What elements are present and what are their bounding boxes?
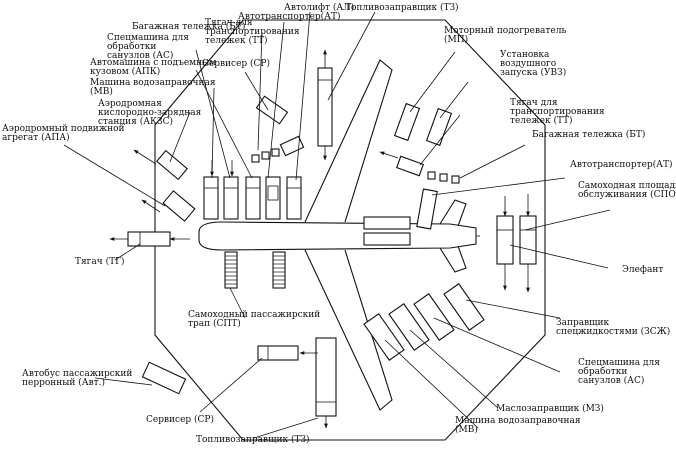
label-line: Машина водозаправочная [455, 416, 581, 426]
label-line: Автотранспортер(АТ) [570, 159, 673, 170]
label-line: Спецмашина для [578, 358, 660, 368]
label-line: Тягач (ТГ) [75, 256, 125, 267]
passenger-stairs [224, 251, 286, 289]
label-l18: Элефант [622, 265, 663, 275]
label-l08: Сервисер (СР) [202, 58, 270, 69]
label-l02: Автолифт (АЛ) [284, 2, 354, 13]
service-zone-octagon [154, 19, 546, 441]
leader-lines [63, 11, 611, 439]
label-line: Топливозаправщик (ТЗ) [196, 434, 310, 445]
label-line: Аэродромная [98, 99, 162, 109]
labels: Топливозаправщик (ТЗ)Автолифт (АЛ)Автотр… [2, 2, 676, 445]
label-l23: Маслозаправщик (МЗ) [496, 403, 604, 414]
label-line: Топливозаправщик (ТЗ) [345, 2, 459, 13]
label-line: станция (АКЗС) [98, 116, 173, 127]
label-line: обслуживания (СПО) [578, 189, 676, 200]
label-line: Тягач для [205, 18, 253, 28]
label-l27: Топливозаправщик (ТЗ) [196, 434, 310, 445]
label-line: Багажная тележка (БТ) [532, 129, 645, 140]
label-line: Автолифт (АЛ) [284, 2, 354, 13]
label-l26: Сервисер (СР) [146, 414, 214, 425]
aircraft [198, 59, 480, 411]
label-line: кузовом (АПК) [90, 66, 160, 77]
label-line: Установка [500, 50, 550, 60]
label-line: тележек (ТТ) [510, 115, 572, 126]
label-l09: Машина водозаправочная(МВ) [90, 78, 216, 97]
label-line: Сервисер (СР) [146, 414, 214, 425]
label-line: Самоходная площадка [578, 181, 676, 191]
label-l03: Автотранспортер(АТ) [238, 11, 341, 22]
label-line: Автомашина с подъемным [90, 58, 216, 68]
label-line: Машина водозаправочная [90, 78, 216, 88]
label-line: транспортирования [510, 107, 605, 117]
label-line: (МВ) [455, 424, 478, 435]
label-line: воздушного [500, 59, 556, 69]
label-line: Тягач для [510, 98, 558, 108]
label-line: Маслозаправщик (МЗ) [496, 403, 604, 414]
label-l12: Моторный подогреватель(МП) [444, 26, 566, 45]
label-line: Багажная тележка (БТ) [132, 21, 245, 32]
label-line: спецжидкостями (ЗСЖ) [556, 326, 670, 337]
label-l04: Багажная тележка (БТ) [132, 21, 245, 32]
label-line: (МП) [444, 34, 468, 45]
label-line: обработки [578, 366, 627, 377]
label-line: (МВ) [90, 86, 113, 97]
label-line: транспортирования [205, 27, 300, 37]
vehicles [127, 67, 537, 417]
label-line: обработки [107, 41, 156, 52]
label-line: Аэродромный подвижной [2, 124, 125, 134]
label-line: Самоходный пассажирский [188, 310, 320, 320]
label-line: Автобус пассажирский [22, 368, 132, 379]
label-l19: Тягач (ТГ) [75, 256, 125, 267]
label-line: Автотранспортер(АТ) [238, 11, 341, 22]
label-line: Элефант [622, 265, 663, 275]
label-line: Спецмашина для [107, 33, 189, 43]
label-l01: Топливозаправщик (ТЗ) [345, 2, 459, 13]
label-line: Заправщик [556, 318, 610, 328]
label-line: трап (СПТ) [188, 318, 241, 329]
label-line: санузлов (АС) [107, 50, 173, 61]
label-line: Сервисер (СР) [202, 58, 270, 69]
label-line: санузлов (АС) [578, 375, 644, 386]
label-line: Моторный подогреватель [444, 26, 566, 36]
label-line: кислородно-зарядная [98, 108, 202, 118]
label-line: тележек (ТТ) [205, 35, 267, 46]
label-line: агрегат (АПА) [2, 132, 70, 143]
label-l24: Машина водозаправочная(МВ) [455, 416, 581, 435]
label-l15: Багажная тележка (БТ) [532, 129, 645, 140]
label-line: перронный (Авт.) [22, 377, 105, 388]
label-l16: Автотранспортер(АТ) [570, 159, 673, 170]
label-line: запуска (УВЗ) [500, 67, 566, 78]
